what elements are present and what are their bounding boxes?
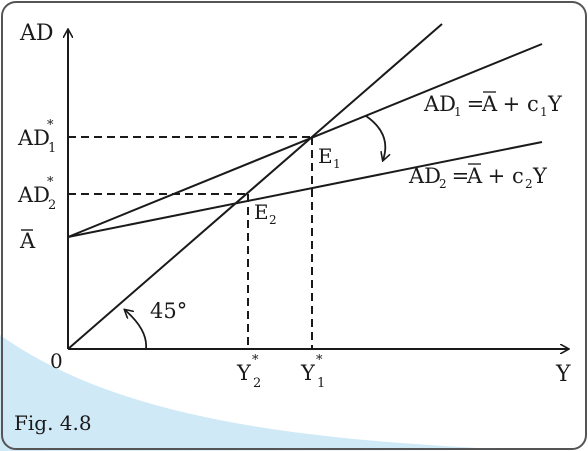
y-axis-label: AD xyxy=(19,21,54,46)
y2-star-main: Y xyxy=(236,361,252,385)
ad2-star-main: AD xyxy=(17,183,50,207)
ad2-star-tick: AD 2 * xyxy=(17,175,56,213)
ad1-eq-abar: A xyxy=(481,92,498,116)
e1-sub: 1 xyxy=(333,157,341,171)
e1-main: E xyxy=(318,144,333,168)
y1-star-sup: * xyxy=(316,353,323,368)
ad2-equation: AD 2 = A + c 2 Y xyxy=(408,163,548,191)
ad2-eq-abar: A xyxy=(466,164,483,188)
ad1-line xyxy=(67,43,543,238)
ad1-eq-sub: 1 xyxy=(454,105,462,119)
ad2-eq-equals: = xyxy=(445,164,476,188)
ad1-eq-equals: = xyxy=(460,92,491,116)
angle-arc xyxy=(125,310,148,350)
ad2-line xyxy=(67,141,543,238)
y2-star-sup: * xyxy=(252,353,259,368)
ad2-eq-sub: 2 xyxy=(439,177,447,191)
forty-five-degree-line xyxy=(67,23,443,350)
e2-sub: 2 xyxy=(269,213,277,227)
ad1-star-tick: AD 1 * xyxy=(17,118,56,156)
ad1-eq-y: Y xyxy=(547,92,563,116)
figure-caption: Fig. 4.8 xyxy=(14,411,92,435)
rotation-arc xyxy=(365,115,385,160)
ad1-star-main: AD xyxy=(17,126,50,150)
ad2-eq-c-sub: 2 xyxy=(525,177,533,191)
ad1-equation: AD 1 = A + c 1 Y xyxy=(423,91,563,119)
ad1-eq-ad: AD xyxy=(423,92,456,116)
e2-main: E xyxy=(254,200,269,224)
ad2-eq-plus-c: + c xyxy=(481,164,524,188)
x-axis-label: Y xyxy=(555,362,571,387)
angle-label: 45° xyxy=(150,299,187,323)
ad2-eq-ad: AD xyxy=(408,164,441,188)
e1-label: E 1 xyxy=(318,144,341,171)
ad1-eq-plus-c: + c xyxy=(496,92,539,116)
ad2-eq-y: Y xyxy=(532,164,548,188)
y2-star-sub: 2 xyxy=(253,376,261,391)
decorative-band xyxy=(0,335,520,451)
ad1-star-sup: * xyxy=(47,118,54,133)
abar-tick: A xyxy=(19,229,36,253)
y2-star-tick: Y 2 * xyxy=(236,353,261,391)
y1-star-main: Y xyxy=(300,361,316,385)
abar-main: A xyxy=(19,229,36,253)
e2-label: E 2 xyxy=(254,200,277,227)
ad2-star-sub: 2 xyxy=(48,198,56,213)
ad2-star-sup: * xyxy=(47,175,54,190)
ad1-star-sub: 1 xyxy=(48,141,56,156)
y1-star-sub: 1 xyxy=(317,376,325,391)
y1-star-tick: Y 1 * xyxy=(300,353,325,391)
ad1-eq-c-sub: 1 xyxy=(540,105,548,119)
origin-label: 0 xyxy=(50,349,63,373)
